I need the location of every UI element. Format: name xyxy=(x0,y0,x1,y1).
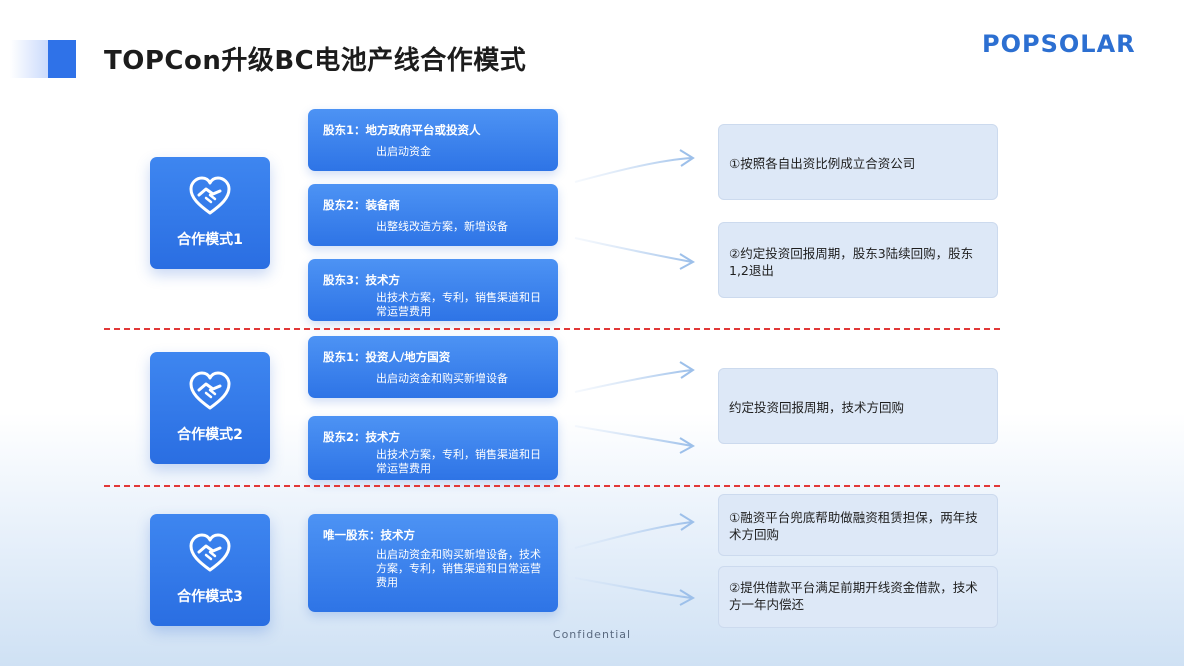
shareholder-title: 股东2：技术方 xyxy=(323,430,401,444)
arrowhead-4 xyxy=(679,437,696,454)
mode-divider-2 xyxy=(104,485,1000,487)
header-decoration xyxy=(10,40,76,78)
shareholder-desc: 出技术方案，专利，销售渠道和日常运营费用 xyxy=(376,291,541,318)
brand-logo: POPSOLAR xyxy=(982,30,1136,58)
shareholder-card-1-3: 股东3：技术方 出技术方案，专利，销售渠道和日常运营费用 xyxy=(308,259,558,321)
shareholder-desc: 出技术方案，专利，销售渠道和日常运营费用 xyxy=(376,448,541,475)
arrow-mode3-result1 xyxy=(574,521,693,549)
mode-label: 合作模式2 xyxy=(177,427,243,443)
header-decoration-block xyxy=(48,40,76,78)
shareholder-desc: 出启动资金和购买新增设备，技术方案，专利，销售渠道和日常运营费用 xyxy=(376,548,541,589)
arrowhead-1 xyxy=(679,149,695,167)
mode-card-3: 合作模式3 xyxy=(150,514,270,626)
shareholder-title: 股东1：投资人/地方国资 xyxy=(323,350,451,364)
arrowhead-5 xyxy=(679,513,695,531)
shareholder-title: 股东1：地方政府平台或投资人 xyxy=(323,123,481,137)
handshake-heart-icon xyxy=(189,533,231,572)
handshake-heart-icon xyxy=(189,371,231,410)
shareholder-title: 唯一股东：技术方 xyxy=(323,528,415,542)
mode-divider-1 xyxy=(104,328,1000,330)
shareholder-desc: 出整线改造方案，新增设备 xyxy=(376,220,508,233)
arrow-mode1-result1 xyxy=(574,157,693,183)
mode-label: 合作模式3 xyxy=(177,589,243,605)
shareholder-desc: 出启动资金和购买新增设备 xyxy=(376,372,508,385)
arrowhead-6 xyxy=(679,589,696,606)
shareholder-card-2-1: 股东1：投资人/地方国资 出启动资金和购买新增设备 xyxy=(308,336,558,398)
mode-card-2: 合作模式2 xyxy=(150,352,270,464)
arrowhead-2 xyxy=(679,253,696,270)
result-box-3-1: ①融资平台兜底帮助做融资租赁担保，两年技术方回购 xyxy=(718,494,998,556)
shareholder-card-1-1: 股东1：地方政府平台或投资人 出启动资金 xyxy=(308,109,558,171)
arrowhead-3 xyxy=(679,361,695,379)
footer-confidential: Confidential xyxy=(552,628,632,641)
mode-label: 合作模式1 xyxy=(177,232,243,248)
result-box-1-1: ①按照各自出资比例成立合资公司 xyxy=(718,124,998,200)
page-title: TOPCon升级BC电池产线合作模式 xyxy=(104,46,527,76)
arrow-mode1-result2 xyxy=(574,237,693,263)
mode-card-1: 合作模式1 xyxy=(150,157,270,269)
shareholder-card-1-2: 股东2：装备商 出整线改造方案，新增设备 xyxy=(308,184,558,246)
shareholder-title: 股东3：技术方 xyxy=(323,273,401,287)
result-box-2-1: 约定投资回报周期，技术方回购 xyxy=(718,368,998,444)
result-box-1-2: ②约定投资回报周期，股东3陆续回购，股东1,2退出 xyxy=(718,222,998,298)
result-box-3-2: ②提供借款平台满足前期开线资金借款，技术方一年内偿还 xyxy=(718,566,998,628)
handshake-heart-icon xyxy=(189,176,231,215)
arrow-mode2-result-top xyxy=(574,369,693,393)
arrow-mode3-result2 xyxy=(574,577,693,599)
arrow-mode2-result-bottom xyxy=(574,425,693,447)
shareholder-title: 股东2：装备商 xyxy=(323,198,401,212)
shareholder-card-3-1: 唯一股东：技术方 出启动资金和购买新增设备，技术方案，专利，销售渠道和日常运营费… xyxy=(308,514,558,612)
shareholder-desc: 出启动资金 xyxy=(376,145,431,158)
shareholder-card-2-2: 股东2：技术方 出技术方案，专利，销售渠道和日常运营费用 xyxy=(308,416,558,480)
